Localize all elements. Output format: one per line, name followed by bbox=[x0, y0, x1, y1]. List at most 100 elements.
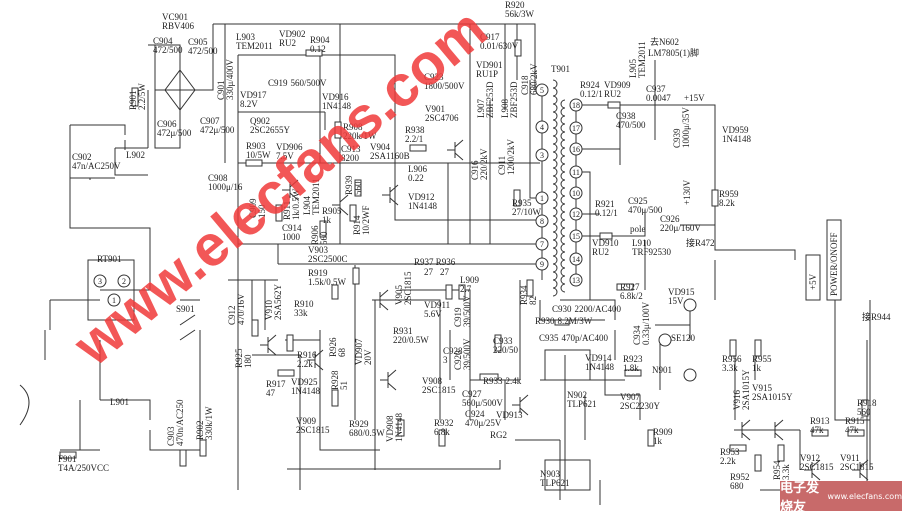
component-ref: R932 bbox=[434, 418, 454, 428]
component-value: 2200/AC400 bbox=[575, 304, 622, 314]
component-value: 1k/0.5W bbox=[291, 188, 301, 220]
component-ref: C930 bbox=[552, 304, 572, 314]
component-value: 330k/1W bbox=[204, 406, 214, 440]
component-ref: V908 bbox=[422, 376, 442, 386]
component-value: 472/500 bbox=[153, 45, 183, 55]
component-ref: R911 bbox=[282, 201, 292, 220]
component-ref: R955 bbox=[752, 354, 772, 364]
component-value: 2SC1815 bbox=[840, 462, 874, 472]
t901-secondary-pin bbox=[569, 273, 583, 287]
se120-pin bbox=[658, 333, 672, 347]
t901-secondary-pin bbox=[569, 229, 583, 243]
t901-secondary-pin bbox=[569, 142, 583, 156]
component-value: 2SA1015Y bbox=[741, 369, 751, 410]
bridge-rectifier-symbol bbox=[164, 69, 196, 111]
component-ref: C909 bbox=[248, 198, 258, 218]
component-ref: C919 bbox=[268, 78, 288, 88]
component-ref: C907 bbox=[200, 116, 220, 126]
component-value: 2SA562Y bbox=[273, 283, 283, 320]
component-ref: L907 bbox=[476, 99, 486, 118]
component-value: 0.0047 bbox=[646, 93, 671, 103]
component-ref: R927 bbox=[620, 282, 640, 292]
component-value: TEM2011 bbox=[637, 41, 647, 78]
component-value: 470/500 bbox=[616, 120, 646, 130]
resistor-symbol bbox=[305, 49, 323, 57]
t901-primary-pin-label: 3 bbox=[540, 151, 544, 160]
resistor-symbol bbox=[275, 204, 283, 222]
component-ref: C911 bbox=[497, 156, 507, 175]
component-value: 0.12/1 bbox=[580, 89, 603, 99]
component-value: 2.2k bbox=[720, 456, 736, 466]
component-value: 2SC2500C bbox=[308, 254, 348, 264]
rt901-pin-label: 2 bbox=[122, 277, 126, 286]
component-value: 560 bbox=[319, 231, 329, 245]
component-ref: VD910 bbox=[592, 238, 619, 248]
component-ref: V916 bbox=[732, 390, 742, 410]
component-value: 1N4148 bbox=[722, 134, 751, 144]
component-ref: C901 bbox=[216, 80, 226, 100]
switch-s901-symbol bbox=[179, 314, 196, 341]
component-value: 1N4148 bbox=[585, 362, 614, 372]
component-t901: T901 bbox=[551, 64, 570, 74]
component-ref: RT901 bbox=[97, 254, 121, 264]
component-ref: S901 bbox=[176, 304, 195, 314]
component-ref: R910 bbox=[294, 299, 314, 309]
component-ref: C938 bbox=[616, 111, 636, 121]
component-ref: R953 bbox=[720, 447, 740, 457]
resistor-symbol bbox=[554, 319, 570, 326]
component-ref: F901 bbox=[58, 454, 77, 464]
component-value: 2SC2230Y bbox=[620, 401, 661, 411]
component-ref: V909 bbox=[296, 416, 316, 426]
component-value: RU2 bbox=[604, 89, 621, 99]
resistor-symbol bbox=[438, 429, 446, 447]
component-value: 0.33μ/100V bbox=[641, 301, 651, 345]
component-ref: C917 bbox=[480, 32, 500, 42]
component-value: 10/5W bbox=[246, 150, 271, 160]
component-value: 8200 bbox=[341, 153, 360, 163]
resistor-symbol bbox=[331, 284, 339, 300]
resistor-symbol bbox=[607, 101, 621, 109]
component-ref: R925 bbox=[234, 348, 244, 368]
t901-secondary-pin-label: 16 bbox=[572, 145, 580, 154]
transistor-symbol bbox=[260, 334, 277, 356]
component-ref: R931 bbox=[393, 326, 413, 336]
rt901-pin bbox=[117, 274, 131, 288]
plus5v-connector bbox=[805, 254, 821, 301]
resistor-symbol bbox=[352, 267, 360, 285]
component-ref: R926 bbox=[328, 337, 338, 357]
resistor-symbol bbox=[179, 449, 187, 467]
component-ref: VD913 bbox=[496, 410, 523, 420]
t901-secondary-pin-label: 12 bbox=[572, 210, 580, 219]
resistor-symbol bbox=[811, 429, 829, 437]
component-ref: V915 bbox=[752, 383, 772, 393]
resistor-symbol bbox=[647, 429, 655, 447]
transistor-symbol bbox=[372, 289, 389, 311]
